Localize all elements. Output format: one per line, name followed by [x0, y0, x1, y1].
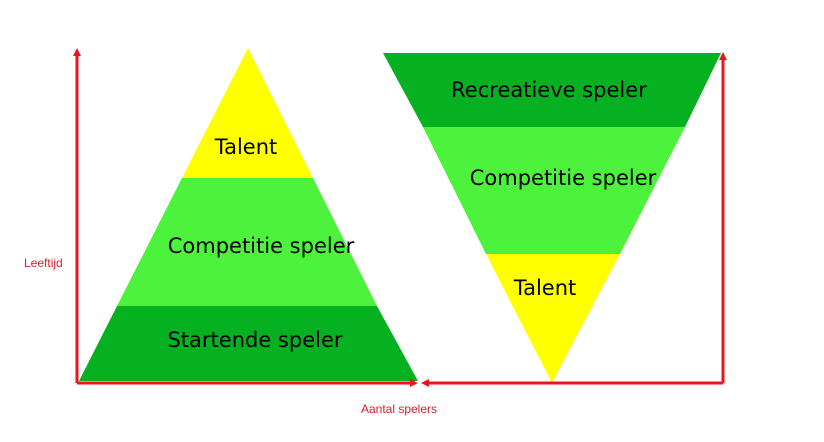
left-pyramid-top-layer	[182, 48, 313, 178]
right-middle-layer-label: Competitie speler	[470, 166, 657, 190]
right-pyramid-bottom-layer	[486, 254, 620, 383]
right-bottom-layer-label: Talent	[513, 276, 577, 300]
left-bottom-layer-label: Startende speler	[167, 328, 342, 352]
left-pyramid	[79, 48, 418, 381]
x-axis-label: Aantal spelers	[361, 402, 437, 416]
right-top-layer-label: Recreatieve speler	[451, 78, 647, 102]
y-axis-label: Leeftijd	[24, 256, 63, 270]
left-pyramid-bottom-layer	[79, 306, 418, 381]
left-middle-layer-label: Competitie speler	[168, 234, 355, 258]
left-top-layer-label: Talent	[214, 135, 278, 159]
right-pyramid-middle-layer	[423, 127, 685, 254]
right-pyramid	[383, 53, 721, 383]
axes	[73, 48, 727, 387]
left-pyramid-middle-layer	[117, 178, 377, 306]
right-pyramid-top-layer	[383, 53, 721, 127]
